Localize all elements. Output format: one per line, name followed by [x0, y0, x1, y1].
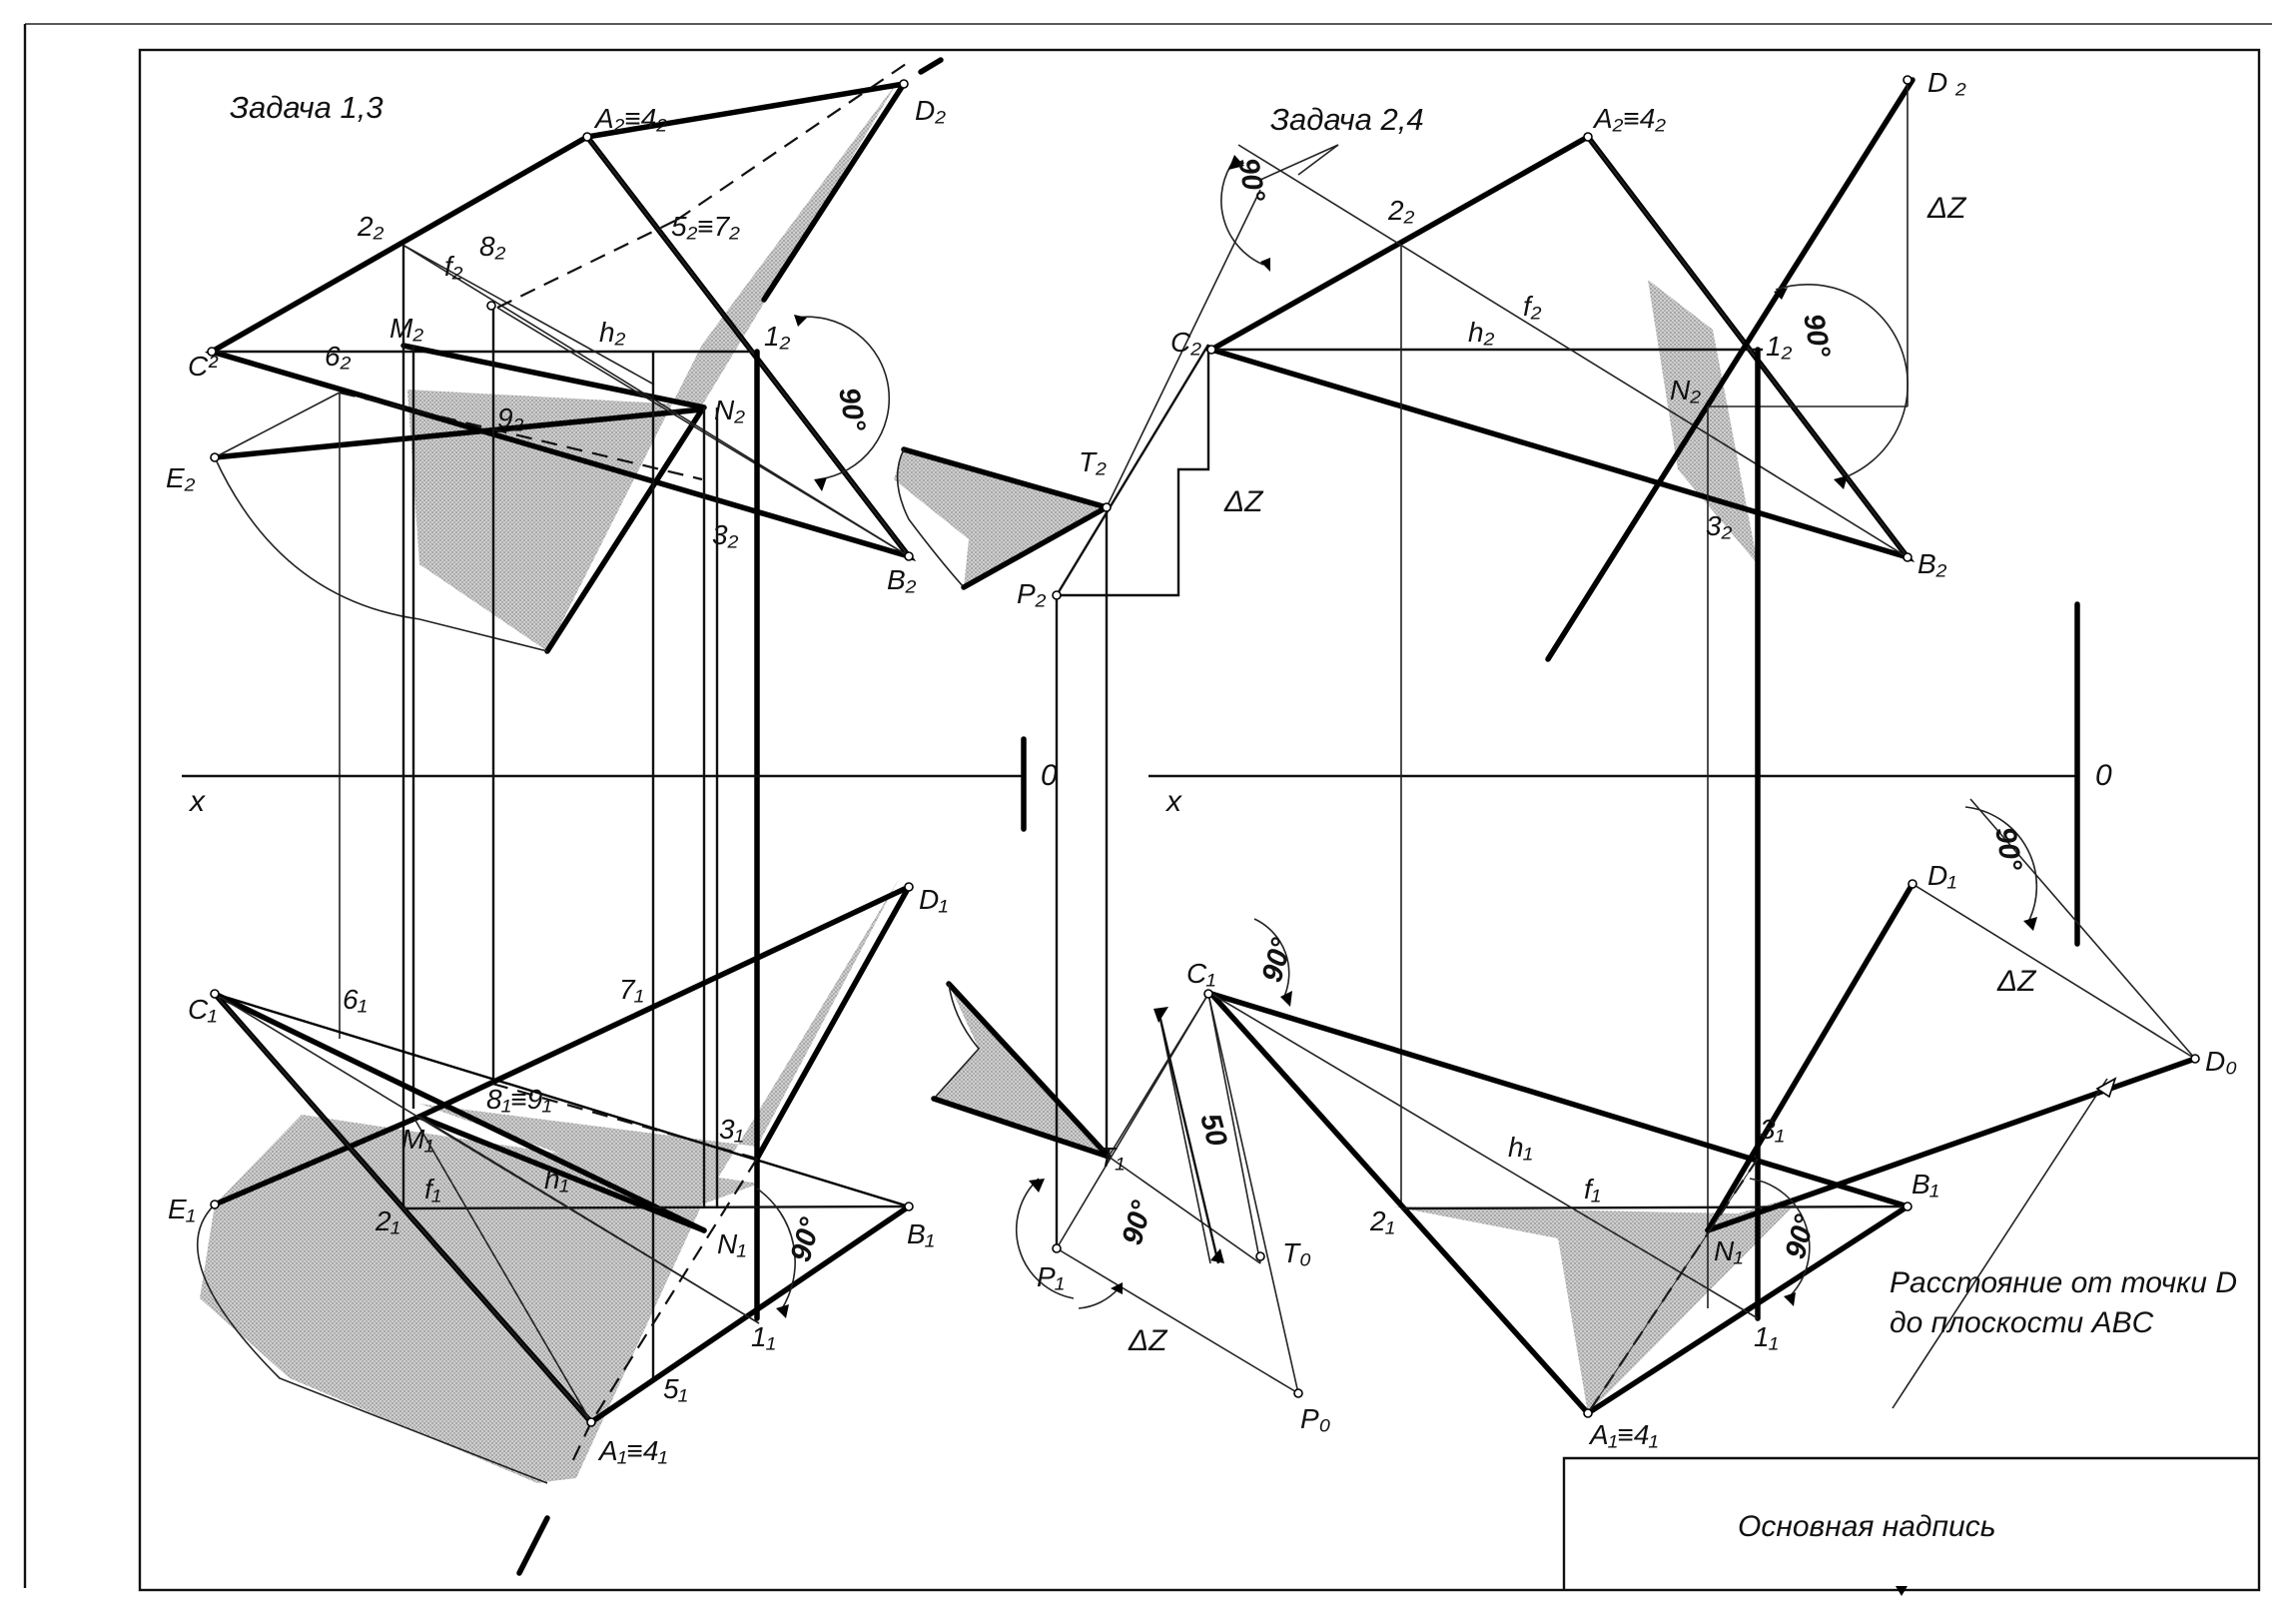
shaded-regions-right: [894, 280, 1806, 1413]
labels-middle: T₂ P₂ ΔZ C₁ T₁ T₀ P₁ P₀ ΔZ 50 90° 90°: [1017, 446, 1331, 1434]
label-1-2: 1₂: [764, 321, 791, 352]
left-frontal-projection: [205, 61, 917, 654]
label-B1-right: B₁: [1912, 1169, 1939, 1200]
left-connection-lines: [339, 245, 760, 1378]
axis-x-right: x: [1164, 785, 1182, 818]
title-block-label: Основная надпись: [1738, 1510, 1996, 1543]
drawing-frame: [23, 23, 2272, 1592]
label-D1: D₁: [919, 884, 948, 915]
note-line-2: до плоскости ABC: [1890, 1306, 2154, 1339]
label-3-1: 3₁: [719, 1114, 744, 1145]
delta-z-right-bottom: ΔZ: [1996, 965, 2037, 998]
task-left-title: Задача 1,3: [230, 90, 383, 125]
label-C2-right: C₂: [1170, 327, 1201, 358]
middle-construction: [896, 189, 1299, 1394]
note-line-1: Расстояние от точки D: [1890, 1266, 2237, 1299]
angle-label-left-top: 90°: [832, 386, 871, 434]
label-P2: P₂: [1017, 578, 1047, 609]
label-D2: D₂: [915, 95, 946, 126]
axis-origin-left: 0: [1041, 759, 1058, 792]
label-7-1: 7₁: [619, 974, 644, 1005]
label-A2-right: A₂≡4₂: [1592, 103, 1666, 134]
projection-axis: [182, 601, 2080, 947]
angle-label-right-top: 90°: [1797, 312, 1836, 361]
label-9-2: 9₂: [497, 402, 524, 433]
label-A2: A₂≡4₂: [593, 103, 667, 134]
label-T2: T₂: [1079, 446, 1107, 477]
label-D0: D₀: [2205, 1046, 2237, 1077]
delta-z-right-top: ΔZ: [1926, 192, 1967, 225]
label-3-2: 3₂: [712, 519, 739, 550]
label-h1: h₁: [544, 1164, 569, 1195]
right-horizontal-projection: [1208, 798, 2198, 1416]
points: [207, 75, 2200, 1427]
task-right-title: Задача 2,4: [1270, 102, 1424, 137]
label-1-2-right: 1₂: [1766, 331, 1793, 362]
label-P0: P₀: [1300, 1403, 1331, 1434]
label-D2-right: D ₂: [1927, 67, 1966, 98]
angle-label-mid-top: 90°: [1256, 935, 1298, 986]
label-C1: C₁: [188, 994, 217, 1025]
label-f1-right: f₁: [1584, 1174, 1601, 1204]
label-5-1: 5₁: [663, 1373, 688, 1404]
delta-z-middle-bottom: ΔZ: [1128, 1324, 1168, 1357]
angle-label-right-top-left: 90°: [1231, 156, 1270, 205]
right-frontal-projection: [1204, 77, 1915, 1321]
angle-label-right-bottom: 90°: [1780, 1211, 1822, 1262]
axis-origin-right: 0: [2095, 759, 2112, 792]
label-E1: E₁: [168, 1194, 196, 1224]
label-6-1: 6₁: [343, 984, 368, 1015]
label-D1-right: D₁: [1927, 860, 1956, 891]
label-f2: f₂: [444, 251, 463, 282]
label-2-1-right: 2₁: [1369, 1205, 1395, 1236]
label-2-1: 2₁: [375, 1205, 400, 1236]
label-A1-right: A₁≡4₁: [1588, 1419, 1658, 1450]
label-2-2: 2₂: [357, 211, 384, 242]
angle-label-left-bottom: 90°: [785, 1214, 827, 1265]
label-A1: A₁≡4₁: [597, 1435, 667, 1466]
dimension-50: 50: [1193, 1111, 1232, 1150]
label-8-1: 8₁≡9₁: [486, 1084, 551, 1115]
label-1-1: 1₁: [751, 1321, 776, 1352]
label-N1: N₁: [717, 1228, 746, 1259]
label-M2: M₂: [389, 313, 423, 344]
angle-label-mid-bottom: 90°: [1117, 1198, 1158, 1248]
label-h2: h₂: [599, 317, 626, 348]
label-T0: T₀: [1282, 1237, 1311, 1268]
angle-label-right-d1: 90°: [1988, 825, 2027, 874]
label-h1-right: h₁: [1508, 1132, 1533, 1163]
label-B2: B₂: [887, 564, 917, 595]
label-E2: E₂: [166, 462, 196, 493]
label-5-2: 5₂≡7₂: [671, 211, 740, 242]
label-T1: T₁: [1099, 1142, 1125, 1173]
label-B1: B₁: [907, 1218, 935, 1249]
label-3-2-right: 3₂: [1706, 510, 1733, 541]
label-N2-right: N₂: [1670, 375, 1701, 405]
left-horizontal-projection: [196, 57, 944, 1576]
title-block: Основная надпись: [1562, 1456, 2259, 1596]
label-B2-right: B₂: [1917, 548, 1947, 579]
label-N2: N₂: [714, 395, 745, 425]
label-C2: C²: [188, 351, 219, 382]
label-C1-mid: C₁: [1186, 958, 1215, 989]
label-1-1-right: 1₁: [1754, 1321, 1779, 1352]
label-2-2-right: 2₂: [1387, 195, 1415, 226]
label-P1: P₁: [1037, 1261, 1065, 1292]
label-h2-right: h₂: [1468, 317, 1495, 348]
label-N1-right: N₁: [1714, 1235, 1743, 1266]
label-6-2: 6₂: [325, 341, 352, 372]
label-3-1-right: 3₁: [1760, 1114, 1785, 1145]
delta-z-middle-top: ΔZ: [1223, 485, 1264, 518]
label-M1: M₁: [401, 1124, 433, 1155]
labels-right: Задача 2,4 A₂≡4₂ D ₂ ΔZ 2₂ f₂ C₂ h₂ 1₂ N…: [1164, 67, 2237, 1450]
axis-x-left: x: [188, 785, 206, 818]
label-f2-right: f₂: [1523, 291, 1542, 322]
label-f1: f₁: [424, 1174, 441, 1204]
label-8-2: 8₂: [479, 231, 506, 262]
